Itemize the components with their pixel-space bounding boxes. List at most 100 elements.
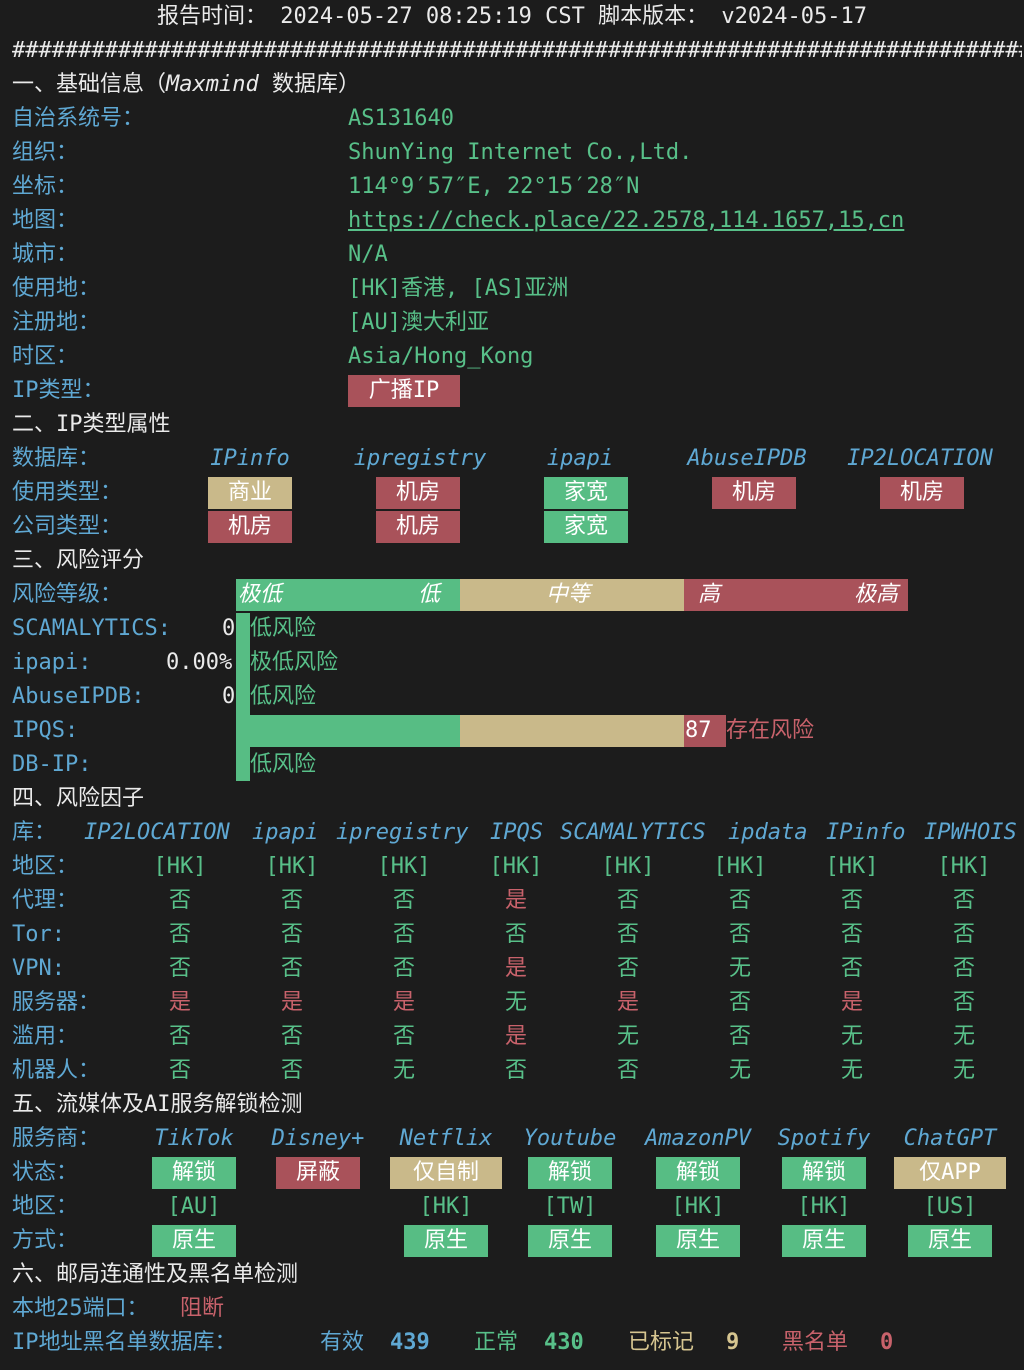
- section-streaming-title: 五、流媒体及AI服务解锁检测: [12, 1092, 303, 1117]
- factor-cell: 否: [392, 1024, 415, 1049]
- factor-cell: 无: [392, 1058, 415, 1083]
- blacklist-valid-label: 有效: [320, 1330, 365, 1355]
- factor-cell: 是: [616, 990, 639, 1015]
- provider-label: 服务商：: [12, 1126, 101, 1151]
- org-label: 组织：: [12, 140, 79, 165]
- factor-cell: 无: [952, 1024, 975, 1049]
- company-ipapi-badge: 家宽: [544, 511, 628, 543]
- blacklist-normal-count: 430: [544, 1330, 584, 1355]
- abuseipdb-risk-text: 低风险: [250, 684, 317, 709]
- asn-label: 自治系统号：: [12, 106, 145, 131]
- factor-cell: 是: [504, 888, 527, 913]
- risk-scale-mid-segment: [460, 579, 684, 611]
- factor-cell: 否: [504, 922, 527, 947]
- blacklist-label: IP地址黑名单数据库：: [12, 1330, 237, 1355]
- blacklist-marked-count: 9: [726, 1330, 740, 1355]
- factor-cell: 无: [952, 1058, 975, 1083]
- factor-cell: 否: [168, 956, 191, 981]
- blacklist-normal-label: 正常: [474, 1330, 519, 1355]
- status-badge: 解锁: [528, 1157, 612, 1189]
- usage-place-value: [HK]香港, [AS]亚洲: [348, 276, 569, 301]
- asn-value: AS131640: [348, 106, 454, 131]
- factor-cell: 无: [728, 1058, 751, 1083]
- lib-ip2location: IP2LOCATION: [84, 820, 230, 845]
- company-type-label: 公司类型：: [12, 514, 123, 539]
- factor-cell: [HK]: [601, 854, 655, 879]
- report-header: 报告时间： 2024-05-27 08:25:19 CST 脚本版本： v202…: [156, 4, 868, 29]
- factor-cell: 是: [504, 956, 527, 981]
- ipqs-bar-green: [236, 715, 460, 747]
- factor-cell: 是: [392, 990, 415, 1015]
- map-label: 地图：: [12, 208, 79, 233]
- factor-cell: 否: [392, 922, 415, 947]
- factor-cell: 否: [952, 956, 975, 981]
- factor-cell: 否: [392, 956, 415, 981]
- factor-cell: 否: [840, 888, 863, 913]
- factor-cell: 否: [952, 922, 975, 947]
- ip-type-label: IP类型：: [12, 378, 105, 403]
- factor-row-label: 地区：: [12, 854, 79, 879]
- registered-value: [AU]澳大利亚: [348, 310, 489, 335]
- ipqs-risk-score: 87: [685, 718, 712, 743]
- risk-scale-high-segment: [684, 579, 908, 611]
- factor-cell: [HK]: [825, 854, 879, 879]
- section-iptype-title: 二、IP类型属性: [12, 412, 171, 437]
- blacklist-black-count: 0: [880, 1330, 894, 1355]
- org-value: ShunYing Internet Co.,Ltd.: [348, 140, 693, 165]
- region-value: [TW]: [543, 1194, 597, 1219]
- factor-cell: [HK]: [489, 854, 543, 879]
- provider-name: AmazonPV: [645, 1126, 751, 1151]
- lib-label: 库：: [12, 820, 57, 845]
- method-badge: 原生: [528, 1225, 612, 1257]
- factor-cell: [HK]: [377, 854, 431, 879]
- scamalytics-score: 0: [222, 616, 236, 641]
- provider-name: Youtube: [523, 1126, 617, 1151]
- timezone-label: 时区：: [12, 344, 79, 369]
- blacklist-marked-label: 已标记: [628, 1330, 695, 1355]
- ip-type-badge: 广播IP: [348, 375, 460, 407]
- status-badge: 解锁: [656, 1157, 740, 1189]
- factor-cell: 无: [728, 956, 751, 981]
- map-link[interactable]: https://check.place/22.2578,114.1657,15,…: [348, 208, 905, 233]
- port25-label: 本地25端口：: [12, 1296, 149, 1321]
- usage-abuseipdb-badge: 机房: [712, 477, 796, 509]
- ipqs-risk-text: 存在风险: [726, 718, 815, 743]
- risk-scale-very-high: 极高: [854, 582, 899, 607]
- dbip-risk-text: 低风险: [250, 752, 317, 777]
- factor-cell: 否: [392, 888, 415, 913]
- method-badge: 原生: [656, 1225, 740, 1257]
- region-label: 地区：: [12, 1194, 79, 1219]
- region-value: [US]: [923, 1194, 977, 1219]
- risk-axis-bar: [236, 613, 250, 781]
- section-mail-title: 六、邮局连通性及黑名单检测: [12, 1262, 299, 1287]
- ipqs-bar-red: [684, 715, 726, 747]
- region-value: [AU]: [167, 1194, 221, 1219]
- abuseipdb-risk-score: 0: [222, 684, 236, 709]
- status-badge: 解锁: [782, 1157, 866, 1189]
- factor-cell: 否: [280, 888, 303, 913]
- scamalytics-text: 低风险: [250, 616, 317, 641]
- usage-place-label: 使用地：: [12, 276, 101, 301]
- lib-scamalytics: SCAMALYTICS: [560, 820, 706, 845]
- db-ipapi: ipapi: [546, 446, 614, 471]
- factor-row-label: VPN:: [12, 956, 65, 981]
- factor-cell: 否: [728, 888, 751, 913]
- factor-cell: 无: [840, 1024, 863, 1049]
- blacklist-black-label: 黑名单: [782, 1330, 849, 1355]
- factor-row-label: Tor:: [12, 922, 65, 947]
- factor-cell: [HK]: [153, 854, 207, 879]
- provider-name: TikTok: [154, 1126, 234, 1151]
- risk-scale-low: 低: [418, 582, 441, 607]
- factor-cell: 否: [504, 1058, 527, 1083]
- provider-name: Spotify: [777, 1126, 871, 1151]
- scamalytics-label: SCAMALYTICS:: [12, 616, 171, 641]
- ipapi-risk-text: 极低风险: [250, 650, 339, 675]
- factor-cell: 否: [952, 888, 975, 913]
- lib-ipapi: ipapi: [252, 820, 319, 845]
- factor-cell: 否: [616, 922, 639, 947]
- usage-type-label: 使用类型：: [12, 480, 123, 505]
- provider-name: Netflix: [399, 1126, 493, 1151]
- risk-scale-high: 高: [698, 582, 721, 607]
- abuseipdb-risk-label: AbuseIPDB:: [12, 684, 145, 709]
- lib-ipwhois: IPWHOIS: [924, 820, 1017, 845]
